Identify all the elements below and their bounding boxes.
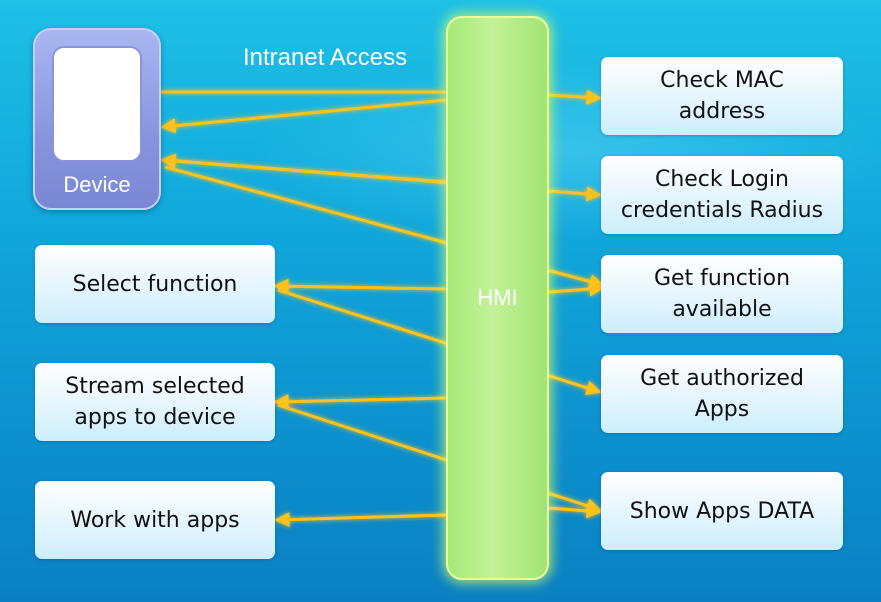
select-function-box: Select function [35,245,275,323]
arrow-stream-to-show-apps [277,403,602,513]
show-apps-data-box: Show Apps DATA [601,472,843,550]
device-node: Device [33,28,161,210]
hmi-label: HMI [477,285,518,310]
hmi-node: HMI [446,16,549,580]
arrow-hmi-to-device-1 [160,98,447,134]
arrow-hmi-to-device-2 [160,153,447,184]
arrow-hmi-to-work-with-apps [274,512,447,528]
intranet-access-label: Intranet Access [243,44,408,71]
stream-apps-box: Stream selected apps to device [35,363,275,441]
work-with-apps-box: Work with apps [35,481,275,559]
check-login-box: Check Login credentials Radius [601,156,843,234]
arrow-select-to-get-authorized [277,288,602,396]
arrow-hmi-to-select-function [273,278,447,294]
arrow-hmi-to-show-apps [548,503,602,519]
get-authorized-apps-box: Get authorized Apps [601,355,843,433]
arrow-hmi-to-get-function [548,281,605,297]
arrow-hmi-to-check-mac [548,89,602,105]
device-label: Device [63,172,131,197]
device-screen [52,46,142,162]
check-mac-box: Check MAC address [601,57,843,135]
get-function-box: Get function available [601,255,843,333]
arrow-hmi-to-stream [273,394,447,410]
